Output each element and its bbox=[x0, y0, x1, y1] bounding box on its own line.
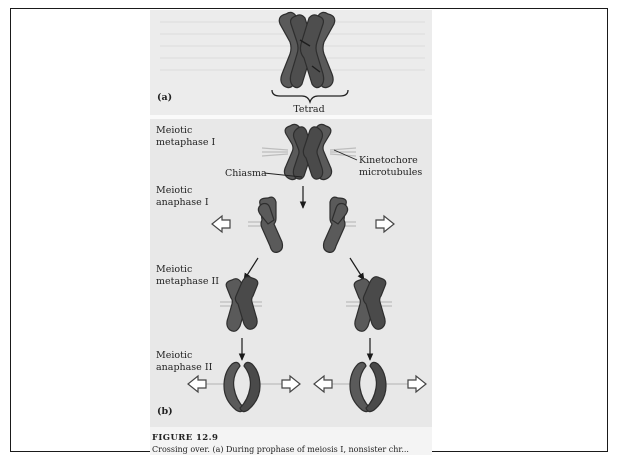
figure-caption-fragment: Crossing over. (a) During prophase of me… bbox=[152, 445, 409, 454]
kinetochore-label-line1: Kinetochore bbox=[359, 155, 418, 166]
stage-label-metaphase-1-line1: Meiotic bbox=[156, 125, 192, 136]
chiasma-label: Chiasma bbox=[225, 168, 267, 179]
stage-label-anaphase-1-line1: Meiotic bbox=[156, 185, 192, 196]
panel-b-letter: (b) bbox=[157, 406, 173, 417]
stage-label-anaphase-2-line2: anaphase II bbox=[156, 362, 213, 373]
stage-label-metaphase-1-line2: metaphase I bbox=[156, 137, 215, 148]
stage-label-metaphase-2-line2: metaphase II bbox=[156, 276, 219, 287]
tetrad-label: Tetrad bbox=[293, 104, 324, 115]
figure-number: FIGURE 12.9 bbox=[152, 433, 218, 443]
stage-label-anaphase-1-line2: anaphase I bbox=[156, 197, 209, 208]
panel-a-letter: (a) bbox=[157, 92, 172, 103]
stage-label-metaphase-2-line1: Meiotic bbox=[156, 264, 192, 275]
stage-label-anaphase-2-line1: Meiotic bbox=[156, 350, 192, 361]
page-divider bbox=[150, 115, 432, 119]
kinetochore-label-line2: microtubules bbox=[359, 167, 422, 178]
